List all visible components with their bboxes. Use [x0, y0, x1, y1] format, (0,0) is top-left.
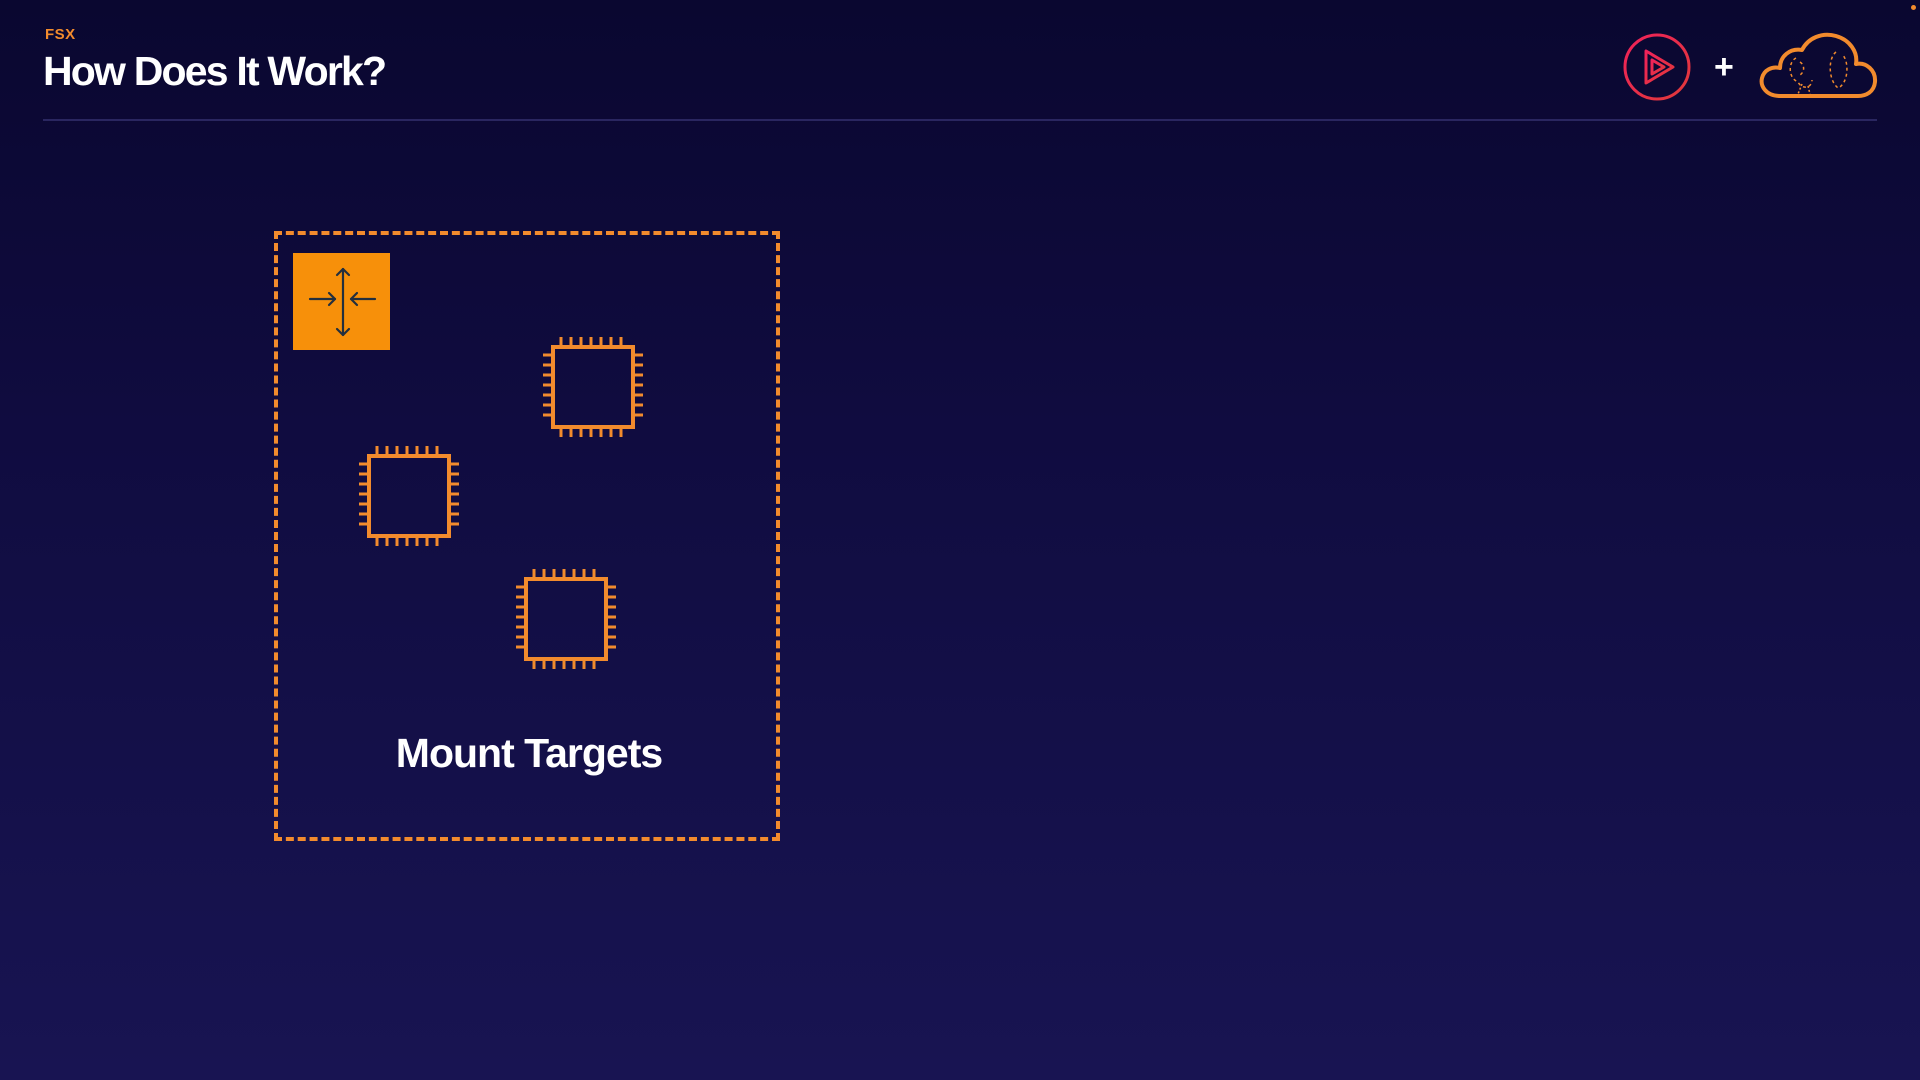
mount-targets-container [274, 231, 780, 841]
pluralsight-play-icon [1622, 32, 1692, 102]
plus-sign: + [1714, 48, 1734, 86]
ec2-instance-icon [540, 334, 646, 440]
header-divider [43, 119, 1877, 121]
ec2-instance-icon [513, 566, 619, 672]
corner-dot [1911, 5, 1916, 10]
cloud-brain-icon [1758, 28, 1878, 102]
ec2-instance-icon [356, 443, 462, 549]
load-balancer-icon [293, 253, 390, 350]
page-title: How Does It Work? [43, 48, 387, 94]
section-label: FSX [45, 26, 76, 43]
mount-targets-label: Mount Targets [395, 730, 663, 776]
